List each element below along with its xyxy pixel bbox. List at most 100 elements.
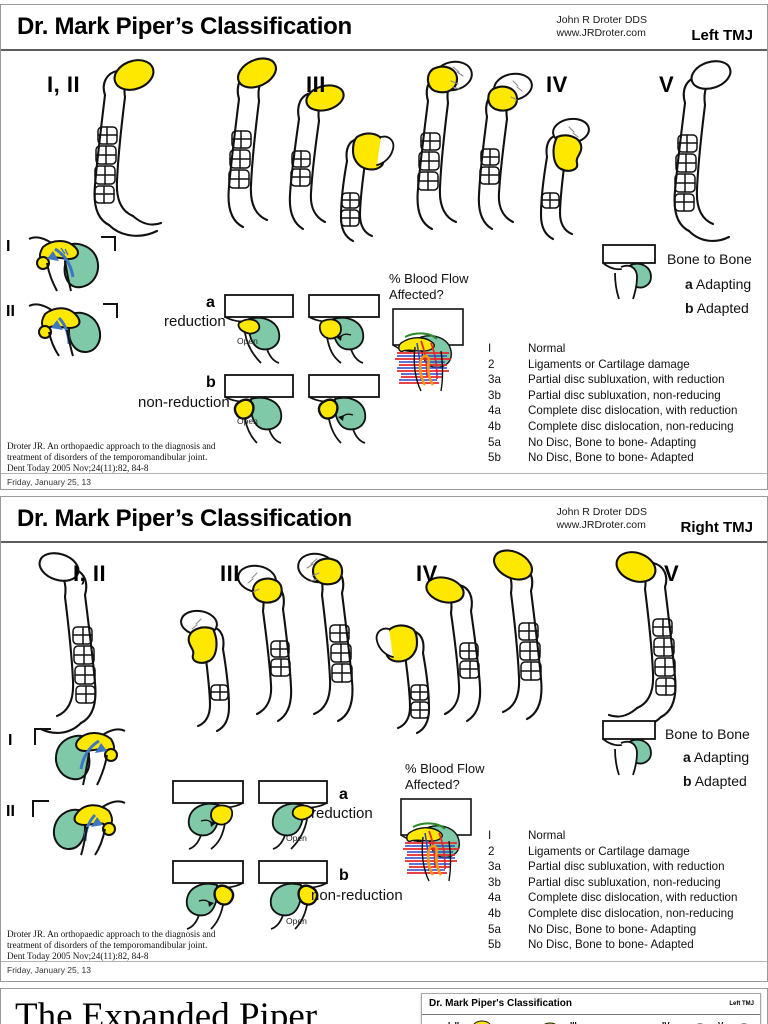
classification-key-text: Ligaments or Cartilage damage xyxy=(528,357,690,371)
citation-line-3: Dent Today 2005 Nov;24(11):82, 84-8 xyxy=(7,463,149,474)
bone-to-bone-label-a: Adapting xyxy=(695,276,752,292)
group-label-3: III xyxy=(220,561,240,586)
bone-to-bone-heading: Bone to Bone xyxy=(667,251,752,267)
group-label-1-2: I, II xyxy=(47,72,81,97)
classification-key-code: 5b xyxy=(488,451,501,465)
classification-key-code: 4a xyxy=(488,891,501,905)
slide-thumbnail[interactable]: Dr. Mark Piper's Classification Left TMJ… xyxy=(421,993,761,1024)
author-website: www.JRDroter.com xyxy=(556,519,646,531)
classification-key-code: 2 xyxy=(488,357,495,371)
joint-stage-1-left xyxy=(28,236,116,292)
joint-stage-1-right xyxy=(34,728,126,786)
nonreduction-letter-b: b xyxy=(339,867,349,884)
classification-key-text: Normal xyxy=(528,342,566,355)
classification-key-row: 5b No Disc, Bone to bone- Adapted xyxy=(488,450,737,466)
thumbnail-group-label-1-2: I, II xyxy=(448,1021,459,1024)
classification-key-text: Partial disc subluxation, with reduction xyxy=(528,373,725,387)
stage-label-1: I xyxy=(6,238,11,255)
classification-key-text: Partial disc subluxation, non-reducing xyxy=(528,875,721,889)
open-label-nonreduction: Open xyxy=(237,416,258,426)
nonreduction-letter-b: b xyxy=(206,374,216,391)
date-footer-bar: Friday, January 25, 13 xyxy=(1,961,767,979)
side-badge: Right TMJ xyxy=(680,519,754,536)
classification-key-code: 3b xyxy=(488,388,501,402)
citation-line-1: Droter JR. An orthopaedic approach to th… xyxy=(7,929,216,939)
classification-key-code: 4b xyxy=(488,419,501,433)
reduction-label: reduction xyxy=(311,805,373,822)
date-footer: Friday, January 25, 13 xyxy=(7,965,91,975)
blood-flow-question: % Blood Flow Affected? xyxy=(389,271,468,303)
joint-stage-2-left xyxy=(28,303,118,357)
open-label-reduction: Open xyxy=(237,336,258,346)
author-name: John R Droter DDS xyxy=(556,506,647,518)
classification-key-text: Normal xyxy=(528,829,566,842)
slide-expanded-piper: The Expanded Piper Dr. Mark Piper's Clas… xyxy=(0,988,768,1024)
nonreduction-panels-right xyxy=(172,860,328,930)
stage-label-1: I xyxy=(8,732,13,749)
classification-key-text: Complete disc dislocation, non-reducing xyxy=(528,906,734,920)
classification-key-code: 5a xyxy=(488,435,501,449)
classification-key-code: 5b xyxy=(488,938,501,952)
classification-key-row: 4a Complete disc dislocation, with reduct… xyxy=(488,403,737,419)
group-label-4: IV xyxy=(416,561,438,586)
bone-to-bone-adapted: b Adapted xyxy=(683,773,747,789)
thumbnail-title: Dr. Mark Piper's Classification xyxy=(429,998,572,1009)
author-name: John R Droter DDS xyxy=(556,14,647,26)
group-label-3: III xyxy=(306,72,326,97)
citation-line-3: Dent Today 2005 Nov;24(11):82, 84-8 xyxy=(7,951,149,962)
classification-key-code: 2 xyxy=(488,844,495,858)
mandible-group-5 xyxy=(673,60,732,242)
classification-key-text: Complete disc dislocation, with reductio… xyxy=(528,404,738,418)
bone-to-bone-letter-b: b xyxy=(683,773,692,789)
bone-to-bone-heading: Bone to Bone xyxy=(665,726,750,742)
blood-flow-line-1: % Blood Flow xyxy=(389,271,469,286)
classification-key-code: 3b xyxy=(488,875,501,889)
date-footer-bar: Friday, January 25, 13 xyxy=(1,473,767,489)
classification-key-row: 4b Complete disc dislocation, non-reducin… xyxy=(488,419,737,435)
blood-flow-question: % Blood Flow Affected? xyxy=(405,761,484,793)
reduction-panels-left xyxy=(224,294,380,364)
thumbnail-group-label-5: V xyxy=(718,1021,723,1024)
joint-stage-2-right xyxy=(32,800,126,856)
classification-key-text: No Disc, Bone to bone- Adapted xyxy=(528,451,694,465)
mandible-group-3 xyxy=(375,549,543,735)
classification-key-code: I xyxy=(488,829,492,842)
classification-key-code: 4a xyxy=(488,404,501,418)
classification-key-code: I xyxy=(488,342,492,355)
classification-key-row: I Normal xyxy=(488,828,737,844)
mandible-row-right xyxy=(38,549,677,735)
bone-to-bone-illustration xyxy=(602,244,656,300)
classification-key-row: 2 Ligaments or Cartilage damage xyxy=(488,357,737,373)
classification-key-row: 4a Complete disc dislocation, with reduct… xyxy=(488,890,737,906)
mandible-row-left xyxy=(93,57,732,243)
stage-label-2: II xyxy=(6,303,15,320)
stage-label-2: II xyxy=(6,803,15,820)
citation: Droter JR. An orthopaedic approach to th… xyxy=(7,929,215,963)
page-title: Dr. Mark Piper’s Classification xyxy=(17,505,352,532)
expanded-piper-title: The Expanded Piper xyxy=(15,996,318,1024)
classification-key-row: 3b Partial disc subluxation, non-reducing xyxy=(488,875,737,891)
author-website: www.JRDroter.com xyxy=(556,27,646,39)
slide-header: Dr. Mark Piper’s Classification John R D… xyxy=(1,497,767,543)
reduction-letter-a: a xyxy=(339,786,348,803)
bone-to-bone-letter-a: a xyxy=(683,749,691,765)
classification-key-row: I Normal xyxy=(488,341,737,357)
citation-line-2: treatment of disorders of the temporoman… xyxy=(7,452,208,463)
bone-to-bone-label-b: Adapted xyxy=(694,773,747,789)
side-badge: Left TMJ xyxy=(691,27,753,44)
classification-key-text: Complete disc dislocation, non-reducing xyxy=(528,419,734,433)
bone-to-bone-letter-a: a xyxy=(685,276,693,292)
group-label-5: V xyxy=(659,72,675,97)
classification-key-text: No Disc, Bone to bone- Adapting xyxy=(528,435,697,449)
classification-key-text: No Disc, Bone to bone- Adapting xyxy=(528,922,697,936)
bone-to-bone-illustration xyxy=(602,720,656,776)
nonreduction-panels-left xyxy=(224,374,380,444)
classification-key-text: Complete disc dislocation, with reductio… xyxy=(528,891,738,905)
slide-header: Dr. Mark Piper’s Classification John R D… xyxy=(1,5,767,51)
